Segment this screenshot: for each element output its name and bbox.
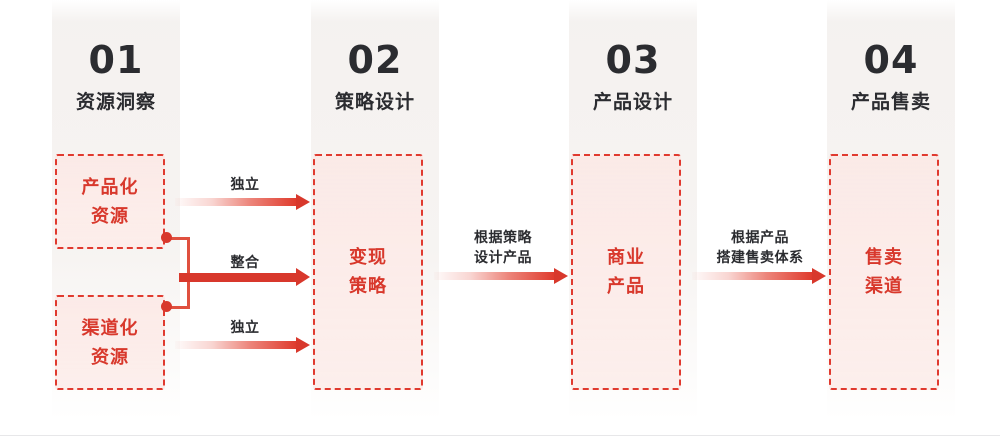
connector-label-integrate-middle: 整合 <box>230 255 260 271</box>
arrow-head-icon <box>296 337 310 353</box>
stage-number-1: 01 <box>88 38 144 82</box>
arrow-shaft <box>179 273 297 282</box>
node-productized-resource[interactable]: 产品化 资源 <box>55 154 165 249</box>
node-label-productized-resource: 产品化 资源 <box>81 176 139 227</box>
node-label-monetization-strategy: 变现 策略 <box>349 247 387 297</box>
stage-number-2: 02 <box>347 38 403 82</box>
stage-title-3: 产品设计 <box>592 91 673 113</box>
stage-number-4: 04 <box>863 38 919 82</box>
stage-title-4: 产品售卖 <box>850 91 931 113</box>
bottom-divider <box>0 435 1000 436</box>
stage-title-1: 资源洞察 <box>75 91 156 113</box>
bracket-lead-bottom <box>165 306 189 309</box>
node-label-sales-channel: 售卖 渠道 <box>865 247 903 297</box>
connector-label-independent-bottom: 独立 <box>230 320 260 336</box>
arrow-head-icon <box>812 268 826 284</box>
arrow-shaft <box>692 272 813 280</box>
stage-header-3: 03 产品设计 <box>559 38 707 116</box>
connector-label-independent-top: 独立 <box>230 177 260 193</box>
bracket-node-dot-bottom <box>161 301 172 312</box>
connector-arrow-product-to-sales <box>692 268 826 284</box>
stage-header-2: 02 策略设计 <box>301 38 449 116</box>
node-label-commercial-product: 商业 产品 <box>607 247 645 297</box>
arrow-head-icon <box>296 194 310 210</box>
arrow-shaft <box>175 198 297 206</box>
arrow-shaft <box>434 272 555 280</box>
stage-header-4: 04 产品售卖 <box>817 38 965 116</box>
arrow-shaft <box>175 341 297 349</box>
connector-arrow-integrate-middle <box>179 268 310 286</box>
node-commercial-product[interactable]: 商业 产品 <box>571 154 681 390</box>
bracket-lead-top <box>165 237 189 240</box>
arrow-head-icon <box>296 268 310 286</box>
connector-arrow-independent-top <box>175 194 310 210</box>
node-channelized-resource[interactable]: 渠道化 资源 <box>55 295 165 390</box>
node-sales-channel[interactable]: 售卖 渠道 <box>829 154 939 390</box>
connector-arrow-independent-bottom <box>175 337 310 353</box>
stage-header-1: 01 资源洞察 <box>42 38 190 116</box>
connector-arrow-strategy-to-product <box>434 268 568 284</box>
connector-label-product-to-sales: 根据产品 搭建售卖体系 <box>716 230 804 266</box>
node-label-channelized-resource: 渠道化 资源 <box>81 317 139 368</box>
stage-title-2: 策略设计 <box>334 91 415 113</box>
arrow-head-icon <box>554 268 568 284</box>
connector-label-strategy-to-product: 根据策略 设计产品 <box>474 230 532 266</box>
node-monetization-strategy[interactable]: 变现 策略 <box>313 154 423 390</box>
stage-number-3: 03 <box>605 38 661 82</box>
bracket-node-dot-top <box>161 232 172 243</box>
